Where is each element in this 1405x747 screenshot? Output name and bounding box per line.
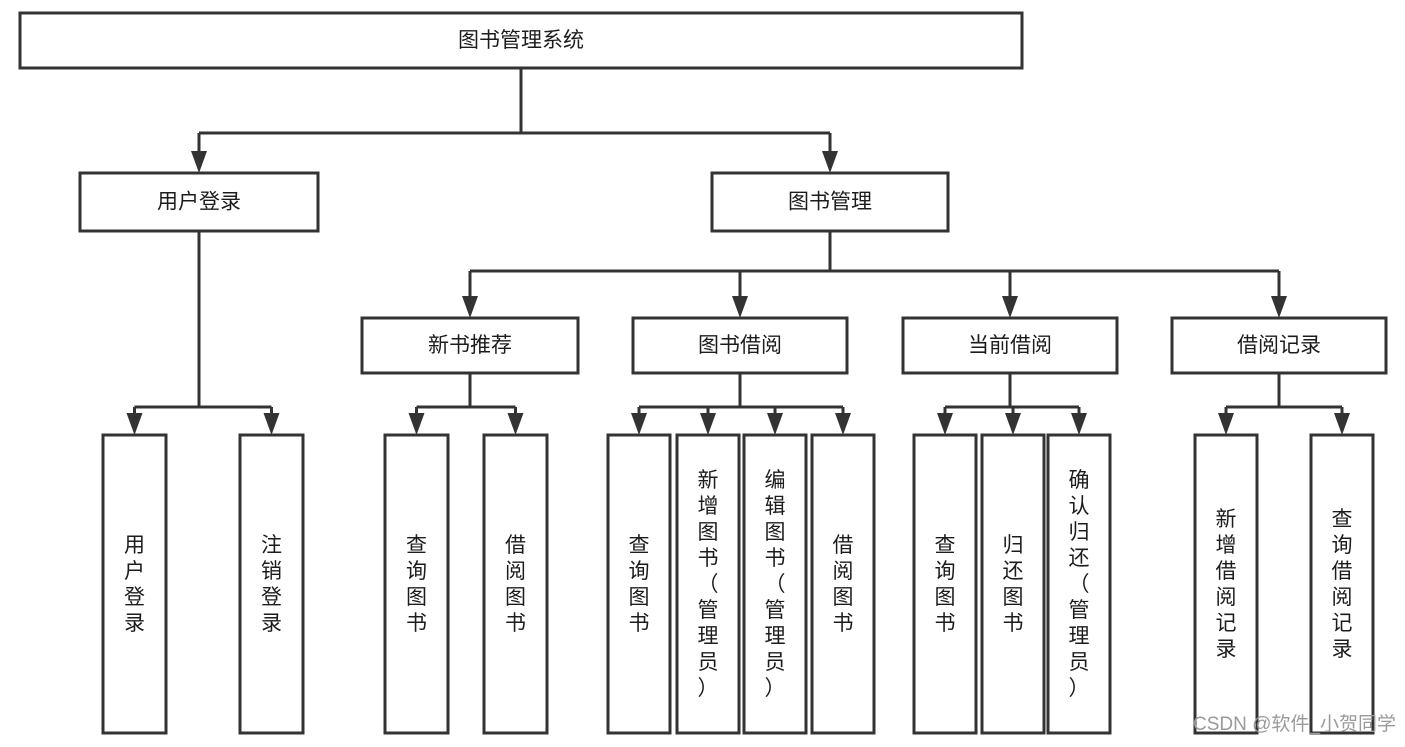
node-n2[interactable]: 借阅图书 <box>482 433 549 735</box>
node-label: 注销登录 <box>261 534 282 635</box>
node-box[interactable] <box>606 433 672 735</box>
node-b3[interactable]: 编辑图书（管理员） <box>742 433 808 735</box>
node-label: 图书管理 <box>788 191 872 214</box>
node-box[interactable] <box>901 316 1119 375</box>
arrow-head-icon <box>822 151 838 173</box>
node-box[interactable] <box>101 433 168 735</box>
node-label: 当前借阅 <box>968 334 1052 357</box>
arrow-head-icon <box>263 413 280 435</box>
node-c2[interactable]: 归还图书 <box>980 433 1046 735</box>
node-label: 用户登录 <box>157 191 241 214</box>
connector-layer <box>126 68 1350 435</box>
node-label: 新书推荐 <box>428 334 512 357</box>
node-box[interactable] <box>238 433 305 735</box>
node-current[interactable]: 当前借阅 <box>901 316 1119 375</box>
connector-group-root <box>191 68 838 173</box>
node-box[interactable] <box>482 433 549 735</box>
node-newbook[interactable]: 新书推荐 <box>360 316 580 375</box>
node-records[interactable]: 借阅记录 <box>1170 316 1388 375</box>
node-label: 查询图书 <box>406 534 427 635</box>
node-box[interactable] <box>18 11 1024 70</box>
node-b4[interactable]: 借阅图书 <box>810 433 876 735</box>
node-label: 图书借阅 <box>698 334 782 357</box>
arrow-head-icon <box>1271 296 1287 318</box>
node-box[interactable] <box>360 316 580 375</box>
node-box[interactable] <box>810 433 876 735</box>
watermark-label: CSDN @软件_小贺同学 <box>1193 713 1396 735</box>
arrow-head-icon <box>1334 413 1350 435</box>
node-label: 新增图书（管理员） <box>698 469 719 700</box>
node-root[interactable]: 图书管理系统 <box>18 11 1024 70</box>
node-label: 借阅图书 <box>505 534 526 635</box>
connector-group-records <box>1218 373 1350 435</box>
node-label: 确认归还（管理员） <box>1069 469 1090 700</box>
node-bookmgmt[interactable]: 图书管理 <box>710 171 950 233</box>
arrow-head-icon <box>408 413 425 435</box>
arrow-head-icon <box>732 296 748 318</box>
arrow-head-icon <box>937 413 953 435</box>
node-label: 借阅图书 <box>833 534 854 635</box>
node-box[interactable] <box>980 433 1046 735</box>
node-l2[interactable]: 注销登录 <box>238 433 305 735</box>
arrow-head-icon <box>631 413 647 435</box>
arrow-head-icon <box>191 151 207 173</box>
connector-group-login <box>126 231 280 435</box>
node-box[interactable] <box>78 171 320 233</box>
arrow-head-icon <box>700 413 716 435</box>
node-borrow[interactable]: 图书借阅 <box>631 316 849 375</box>
arrow-head-icon <box>1005 413 1021 435</box>
node-box[interactable] <box>710 171 950 233</box>
node-box[interactable] <box>1170 316 1388 375</box>
arrow-head-icon <box>462 296 478 318</box>
arrow-head-icon <box>507 413 524 435</box>
node-l1[interactable]: 用户登录 <box>101 433 168 735</box>
node-label: 用户登录 <box>124 534 145 635</box>
node-box[interactable] <box>1046 433 1112 735</box>
node-box[interactable] <box>1309 433 1375 735</box>
node-label: 新增借阅记录 <box>1216 508 1237 661</box>
node-box[interactable] <box>675 433 741 735</box>
node-label: 编辑图书（管理员） <box>765 469 786 700</box>
node-layer: 图书管理系统用户登录图书管理新书推荐图书借阅当前借阅借阅记录用户登录注销登录查询… <box>18 11 1388 735</box>
node-c3[interactable]: 确认归还（管理员） <box>1046 433 1112 735</box>
node-n1[interactable]: 查询图书 <box>383 433 450 735</box>
node-box[interactable] <box>1193 433 1259 735</box>
node-b2[interactable]: 新增图书（管理员） <box>675 433 741 735</box>
node-box[interactable] <box>383 433 450 735</box>
node-label: 借阅记录 <box>1237 334 1321 357</box>
arrow-head-icon <box>767 413 783 435</box>
arrow-head-icon <box>1071 413 1087 435</box>
arrow-head-icon <box>126 413 143 435</box>
arrow-head-icon <box>1002 296 1018 318</box>
connector-group-newbook <box>408 373 524 435</box>
connector-group-bookmgmt <box>462 231 1287 318</box>
node-b1[interactable]: 查询图书 <box>606 433 672 735</box>
node-label: 查询图书 <box>629 534 650 635</box>
connector-group-current <box>937 373 1087 435</box>
node-label: 查询借阅记录 <box>1332 508 1353 661</box>
connector-group-borrow <box>631 373 851 435</box>
node-box[interactable] <box>631 316 849 375</box>
node-c1[interactable]: 查询图书 <box>912 433 978 735</box>
arrow-head-icon <box>1218 413 1234 435</box>
node-r2[interactable]: 查询借阅记录 <box>1309 433 1375 735</box>
node-label: 归还图书 <box>1003 534 1024 635</box>
node-login[interactable]: 用户登录 <box>78 171 320 233</box>
node-box[interactable] <box>912 433 978 735</box>
node-r1[interactable]: 新增借阅记录 <box>1193 433 1259 735</box>
arrow-head-icon <box>835 413 851 435</box>
node-box[interactable] <box>742 433 808 735</box>
node-label: 图书管理系统 <box>458 29 584 52</box>
node-label: 查询图书 <box>935 534 956 635</box>
